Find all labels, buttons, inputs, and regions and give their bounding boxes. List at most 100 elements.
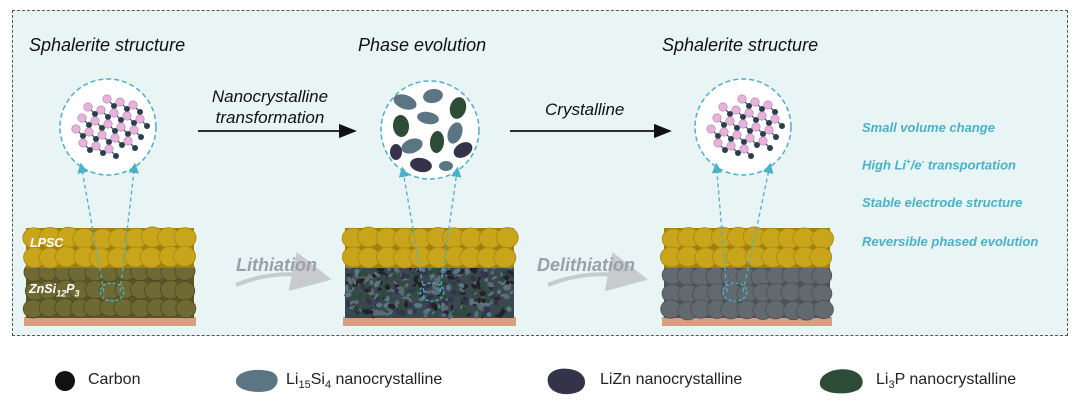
nano-particle (404, 300, 409, 309)
carbon-dot-icon (55, 371, 75, 391)
nano-particle (450, 304, 454, 311)
electrode-stack-right (659, 226, 834, 326)
nano-particle (503, 294, 510, 300)
particle (173, 245, 196, 267)
particle (811, 228, 834, 250)
atom-dark (118, 117, 124, 123)
nano-particle (358, 270, 365, 278)
nano-particle (471, 288, 478, 294)
atom-dark (759, 106, 765, 112)
atom-dark (111, 103, 117, 109)
nano-particle (406, 296, 413, 303)
nano-particle (447, 275, 456, 280)
nano-particle (410, 157, 432, 173)
nano-particle (432, 269, 440, 275)
nano-particle (413, 275, 419, 281)
nano-particle (477, 303, 484, 311)
nano-particle (368, 273, 374, 280)
atom-dark (113, 153, 119, 159)
atom-dark (753, 117, 759, 123)
nano-particle (423, 88, 443, 104)
nano-particle (386, 308, 394, 313)
legend-lip: Li3P nanocrystalline (876, 371, 1017, 392)
nano-particle (400, 308, 406, 317)
nano-particle (439, 161, 453, 171)
atom-dark (748, 153, 754, 159)
atom-pink (738, 119, 748, 129)
nano-particle (423, 311, 429, 319)
nano-particle (453, 142, 473, 158)
nano-particle (506, 306, 512, 312)
nano-particle (469, 266, 478, 274)
atom-pink (713, 138, 723, 148)
atom-dark (715, 133, 721, 139)
nano-particle (422, 308, 432, 314)
atom-pink (726, 141, 736, 151)
electrode-stack-middle (341, 226, 519, 326)
nano-particle (400, 280, 407, 286)
nano-particle (395, 308, 402, 316)
property-volume: Small volume change (862, 120, 995, 135)
atom-pink (757, 111, 767, 121)
atom-dark (722, 147, 728, 153)
atom-dark (735, 150, 741, 156)
current-collector (343, 317, 516, 326)
property-stable: Stable electrode structure (862, 195, 1023, 210)
atom-dark (131, 120, 137, 126)
nano-particle (500, 293, 509, 297)
nano-particle (503, 305, 507, 311)
atom-pink (123, 136, 133, 146)
nano-particle (494, 314, 500, 317)
atom-pink (116, 122, 126, 132)
nano-particle (401, 138, 423, 154)
atom-pink (83, 102, 93, 112)
nano-particle (451, 289, 457, 295)
atom-dark (124, 106, 130, 112)
atom-dark (766, 120, 772, 126)
atom-pink (706, 124, 716, 134)
nano-particle (356, 278, 365, 284)
nano-particle (373, 293, 379, 300)
nano-particle (368, 293, 375, 299)
atom-pink (103, 119, 113, 129)
legend-lizn: LiZn nanocrystalline (600, 371, 743, 388)
nano-particle (479, 284, 487, 290)
zoom-source (419, 282, 445, 302)
nano-particle (376, 277, 381, 281)
nano-particle (384, 284, 391, 291)
nano-particle (490, 270, 495, 275)
atom-dark (747, 128, 753, 134)
nano-particle (352, 307, 361, 313)
zoom-source (99, 282, 125, 302)
particle (765, 300, 786, 320)
arrow-label-crystalline: Crystalline (545, 100, 625, 119)
title-right: Sphalerite structure (662, 35, 819, 55)
zoom-line (77, 162, 105, 293)
atom-pink (758, 136, 768, 146)
nano-particle (405, 274, 410, 280)
label-znsip: ZnSi12P3 (29, 282, 80, 299)
nano-particle (487, 281, 495, 288)
sphalerite-circle-right (694, 78, 792, 302)
nano-particle (365, 297, 372, 306)
nano-particle (458, 283, 465, 288)
nano-particle (382, 308, 389, 314)
nano-particle (343, 292, 352, 298)
nano-particle (398, 288, 403, 295)
label-lithiation: Lithiation (236, 255, 317, 275)
nano-particle (464, 267, 471, 276)
nano-particle (376, 267, 385, 272)
nano-particle (406, 293, 411, 297)
atom-pink (110, 133, 120, 143)
atom-dark (93, 136, 99, 142)
nano-particle (461, 299, 470, 305)
atom-pink (97, 130, 107, 140)
atom-dark (734, 125, 740, 131)
atom-pink (725, 116, 735, 126)
nano-particle (434, 286, 440, 292)
lisi-particle-icon (235, 369, 278, 392)
atom-dark (727, 111, 733, 117)
atom-dark (137, 109, 143, 115)
particle (809, 246, 833, 268)
